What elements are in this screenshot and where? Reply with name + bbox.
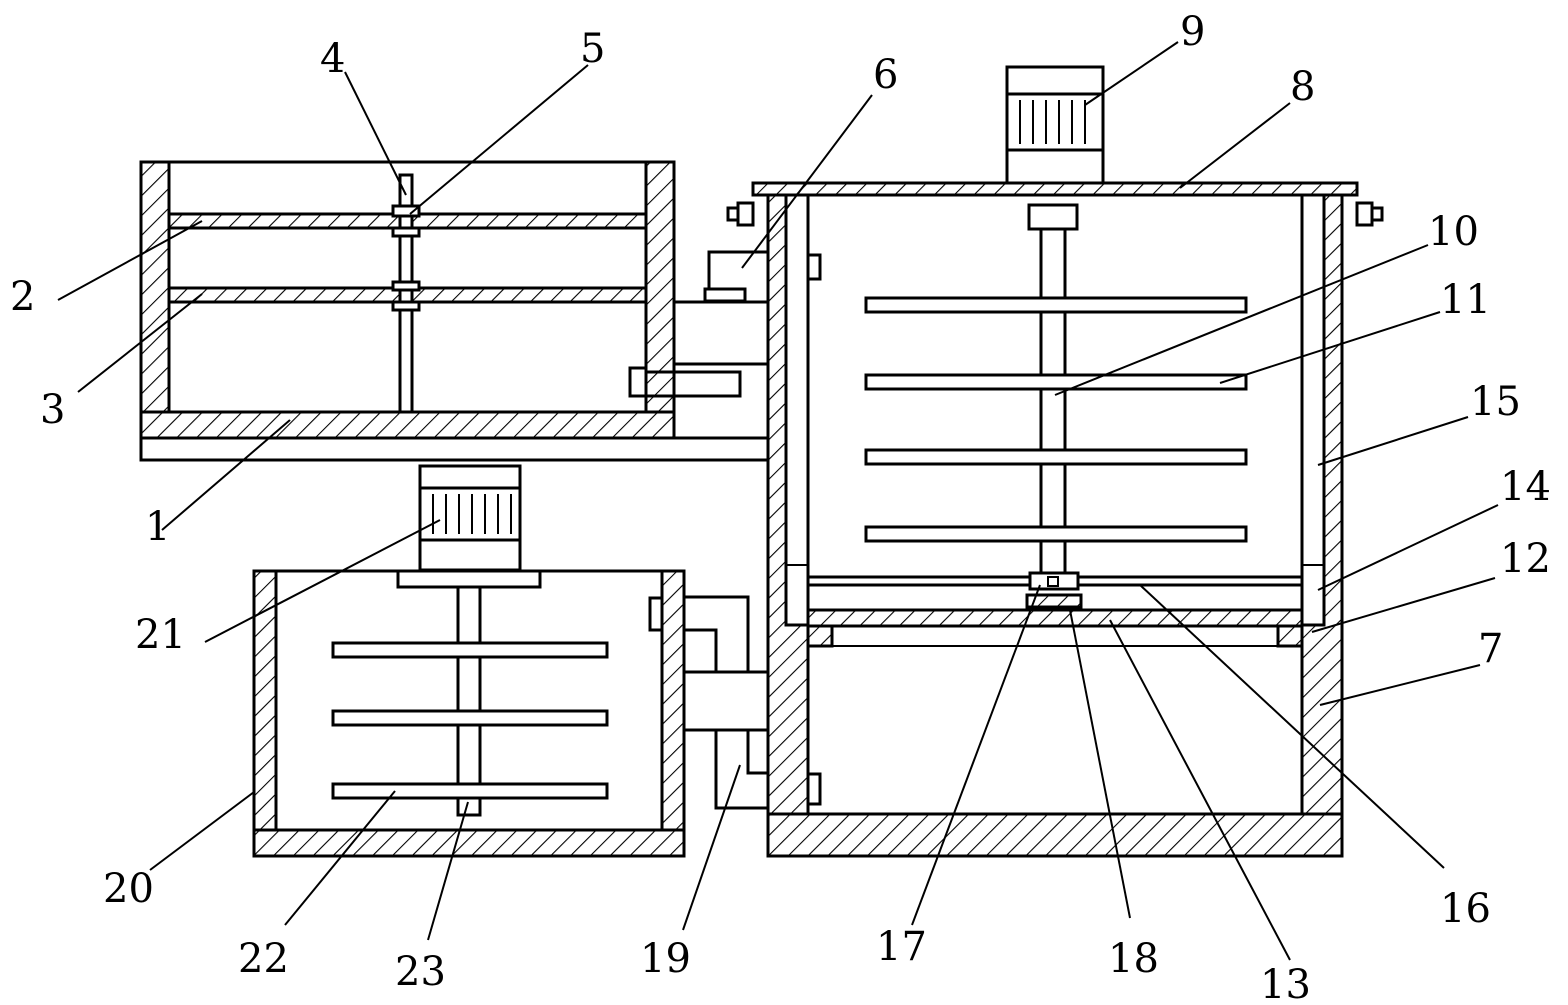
label-17: 17 <box>876 924 927 970</box>
label-16: 16 <box>1440 886 1491 932</box>
label-10: 10 <box>1428 209 1479 255</box>
support-plate <box>139 436 770 462</box>
label-6: 6 <box>873 52 898 98</box>
label-13: 13 <box>1260 962 1311 1005</box>
main-tank-lid <box>751 181 1359 197</box>
main-tank <box>726 65 1384 858</box>
label-18: 18 <box>1108 936 1159 982</box>
label-23: 23 <box>395 949 446 995</box>
main-shaft <box>1039 227 1067 575</box>
filter-plate <box>806 608 1304 628</box>
label-2: 2 <box>10 274 35 320</box>
label-1: 1 <box>145 504 170 550</box>
label-8: 8 <box>1290 64 1315 110</box>
label-7: 7 <box>1478 626 1503 672</box>
lower-shaft <box>456 585 482 817</box>
part-labels: 1 2 3 4 5 6 7 8 9 10 11 12 13 14 15 16 1… <box>10 9 1551 1005</box>
label-3: 3 <box>40 387 65 433</box>
label-20: 20 <box>103 866 154 912</box>
leader-lines <box>57 41 1499 961</box>
label-9: 9 <box>1180 9 1205 55</box>
label-22: 22 <box>238 936 289 982</box>
upper-left-tank <box>139 160 770 462</box>
label-14: 14 <box>1500 464 1551 510</box>
label-5: 5 <box>580 26 605 72</box>
label-19: 19 <box>640 936 691 982</box>
lower-left-tank <box>252 464 770 858</box>
label-11: 11 <box>1440 277 1491 323</box>
shaft-bearing <box>1028 571 1080 591</box>
top-motor <box>1005 65 1105 185</box>
label-4: 4 <box>320 36 345 82</box>
transfer-pump <box>682 595 770 810</box>
bottom-motor <box>418 464 522 572</box>
stirring-blade <box>864 296 1248 314</box>
label-21: 21 <box>135 612 186 658</box>
lower-blade <box>331 641 609 659</box>
label-12: 12 <box>1500 536 1551 582</box>
rod-collar <box>391 204 421 218</box>
label-15: 15 <box>1470 379 1521 425</box>
